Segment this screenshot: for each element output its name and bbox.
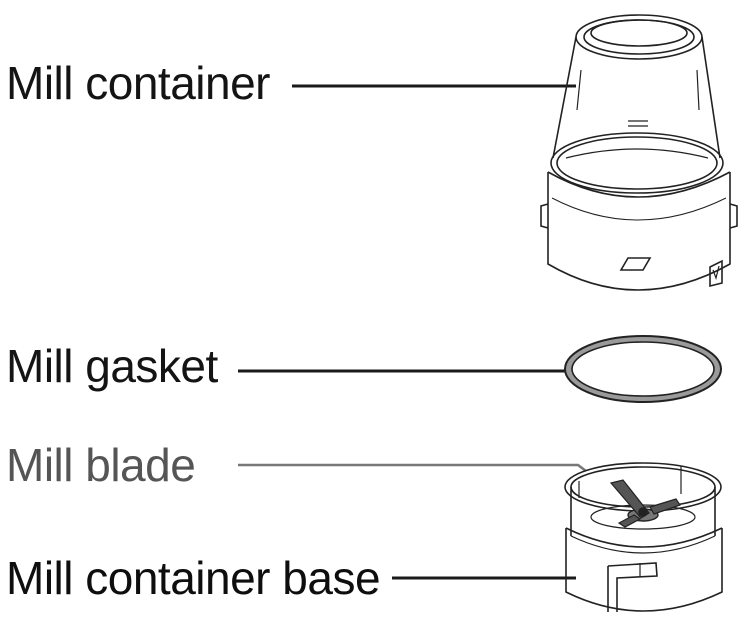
mill-blade-label: Mill blade xyxy=(6,439,196,491)
mill-gasket-drawing xyxy=(564,335,722,403)
mill-container-label: Mill container xyxy=(6,57,271,109)
mill-container-base-drawing xyxy=(564,462,723,612)
mill-blade-leader-line xyxy=(238,463,623,499)
mill-container-drawing xyxy=(540,14,738,291)
mill-gasket-label: Mill gasket xyxy=(6,340,218,392)
mill-container-base-label: Mill container base xyxy=(6,552,381,604)
